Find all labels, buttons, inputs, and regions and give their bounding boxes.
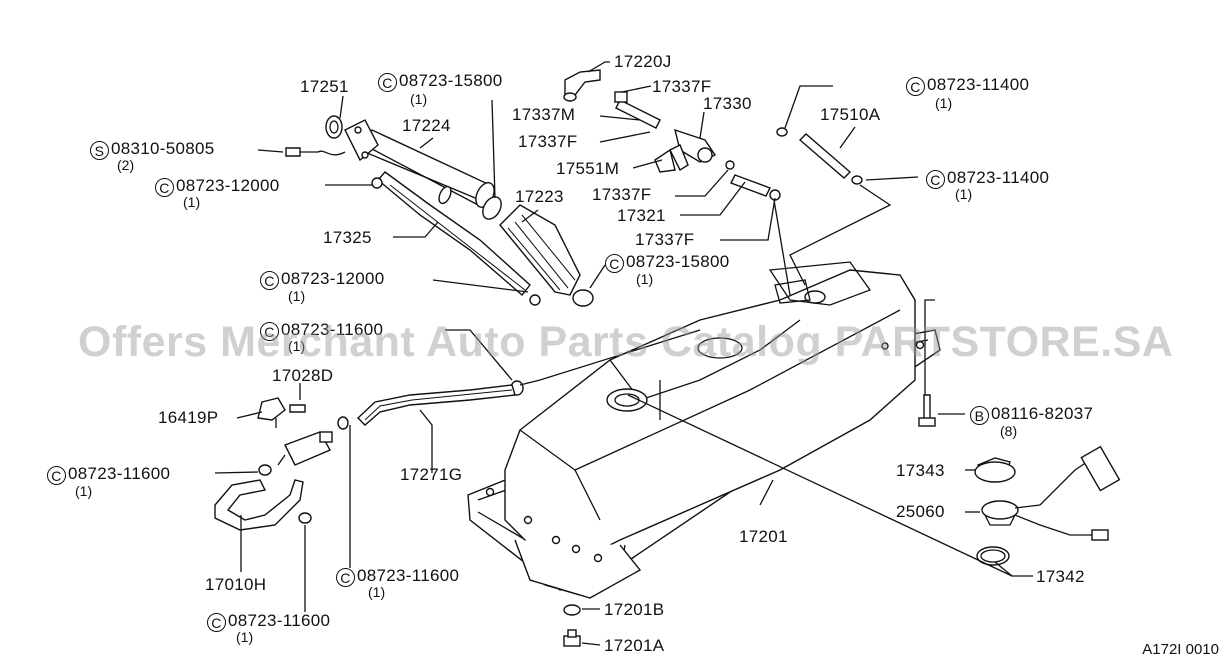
- qty-08116-82037: (8): [1000, 423, 1018, 439]
- part-number: 08723-11600: [357, 566, 460, 585]
- label-17337F-b: 17337F: [518, 132, 578, 151]
- label-17223: 17223: [515, 187, 564, 206]
- qty-08723-11600-d: (1): [236, 629, 254, 645]
- clamps: [258, 127, 863, 524]
- hose-17010H: [214, 479, 304, 531]
- qty-08723-11400-a: (1): [935, 95, 953, 111]
- circle-mark: C: [207, 613, 226, 632]
- watermark: Offers Merchant Auto Parts Catalog PARTS…: [78, 318, 1174, 366]
- qty-08723-11600-c: (1): [368, 584, 386, 600]
- qty-08723-15800-a: (1): [410, 91, 428, 107]
- hose-17271G: [356, 384, 516, 426]
- qty-08723-11600-b: (1): [75, 483, 93, 499]
- qty-08723-11600-a: (1): [288, 338, 306, 354]
- circle-mark: C: [605, 254, 624, 273]
- fuel-filter: [277, 431, 333, 466]
- label-17551M: 17551M: [556, 159, 620, 178]
- label-17220J: 17220J: [614, 52, 672, 71]
- circle-mark: C: [926, 170, 945, 189]
- circle-mark: C: [260, 322, 279, 341]
- circle-mark: S: [90, 141, 109, 160]
- circle-mark: C: [378, 73, 397, 92]
- part-number: 08723-11600: [68, 464, 171, 483]
- label-17010H: 17010H: [205, 575, 267, 594]
- label-17337F-c: 17337F: [592, 185, 652, 204]
- label-17337F-a: 17337F: [652, 77, 712, 96]
- filler-tube-17224: [344, 119, 495, 208]
- label-17342: 17342: [1036, 567, 1085, 586]
- bolt-08116-82037: [918, 394, 936, 427]
- figure-id: A172I 0010: [1142, 641, 1219, 658]
- label-17321: 17321: [617, 206, 666, 225]
- label-17271G: 17271G: [400, 465, 463, 484]
- label-17337F-d: 17337F: [635, 230, 695, 249]
- part-number: 08723-12000: [176, 176, 280, 195]
- part-number: 08723-11400: [947, 168, 1050, 187]
- part-number: 08116-82037: [991, 404, 1094, 423]
- label-17201: 17201: [739, 527, 788, 546]
- qty-08723-15800-b: (1): [636, 271, 654, 287]
- qty-08723-12000-b: (1): [288, 288, 306, 304]
- part-number: 08723-12000: [281, 269, 385, 288]
- part-number: 08723-11600: [281, 320, 384, 339]
- label-17343: 17343: [896, 461, 945, 480]
- label-17028D: 17028D: [272, 366, 334, 385]
- label-17201A: 17201A: [604, 636, 665, 655]
- part-number: 08310-50805: [111, 139, 215, 158]
- part-number: 08723-15800: [626, 252, 730, 271]
- screw-08310-50805: [285, 147, 346, 157]
- nut-17201A: [563, 629, 581, 647]
- label-17224: 17224: [402, 116, 451, 135]
- sender-unit-25060: [974, 445, 1121, 566]
- label-17325: 17325: [323, 228, 372, 247]
- circle-mark: C: [336, 568, 355, 587]
- label-17337M: 17337M: [512, 105, 576, 124]
- nut-17201B: [563, 604, 581, 616]
- part-number: 08723-11400: [927, 75, 1030, 94]
- fuel-tank-17201: [467, 261, 941, 599]
- tube-17510A: [798, 133, 852, 179]
- qty-08723-12000-a: (1): [183, 194, 201, 210]
- label-17510A: 17510A: [820, 105, 881, 124]
- breather-hose-17325: [377, 171, 531, 297]
- circle-mark: C: [260, 271, 279, 290]
- grommet-17251: [325, 115, 343, 139]
- circle-mark: B: [970, 406, 989, 425]
- hose-17220J: [563, 69, 601, 102]
- label-25060: 25060: [896, 502, 945, 521]
- qty-08723-11400-b: (1): [955, 186, 973, 202]
- leader-lines: [214, 61, 1033, 646]
- part-number: 08723-11600: [228, 611, 331, 630]
- circle-mark: C: [155, 178, 174, 197]
- circle-mark: C: [906, 77, 925, 96]
- label-16419P: 16419P: [158, 408, 219, 427]
- circle-mark: C: [47, 466, 66, 485]
- valve-17330: [614, 91, 781, 201]
- label-17330: 17330: [703, 94, 752, 113]
- qty-08310-50805: (2): [117, 157, 135, 173]
- hose-17223: [482, 196, 581, 296]
- filter-bracket-16419P: [257, 397, 306, 428]
- label-17251: 17251: [300, 77, 349, 96]
- label-17201B: 17201B: [604, 600, 665, 619]
- part-number: 08723-15800: [399, 71, 503, 90]
